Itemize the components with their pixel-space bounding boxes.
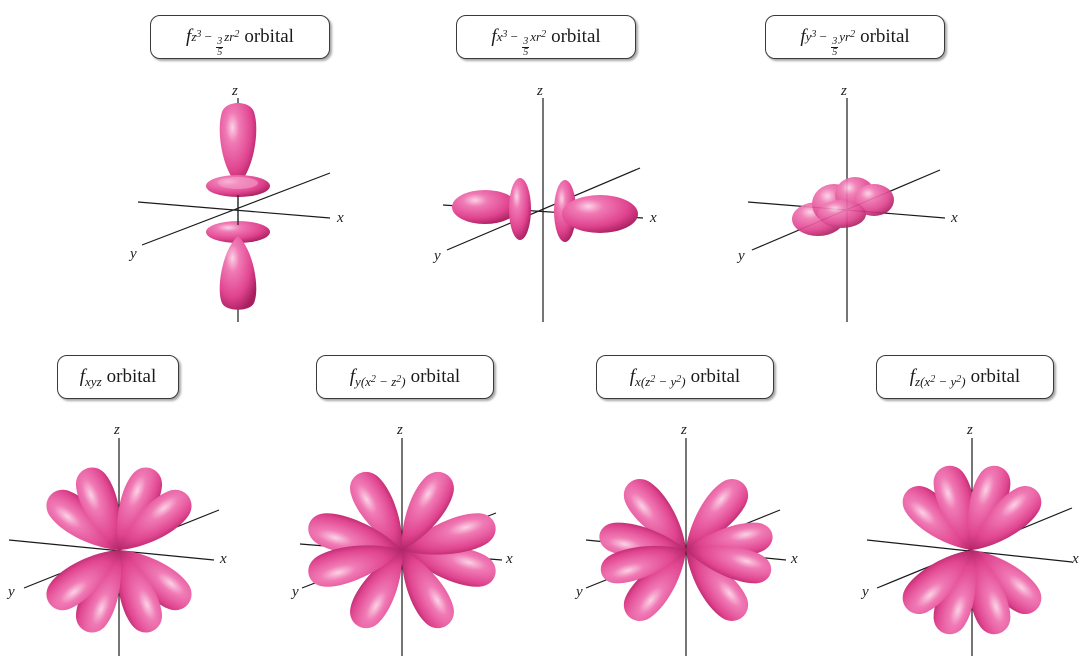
orbital-fxz2y2 (586, 438, 786, 656)
orbital-fx3: z x y (432, 83, 657, 322)
axis-label-y: y (574, 584, 583, 600)
axis-label-z: z (840, 83, 847, 99)
orbital-fxyz (9, 438, 219, 656)
axis-label-z: z (113, 422, 120, 438)
orbital-fz3: z x y (128, 83, 344, 322)
axis-label-z: z (536, 83, 543, 99)
axis-label-z: z (966, 422, 973, 438)
axis-label-x: x (1071, 551, 1079, 567)
axis-label-z: z (231, 83, 238, 99)
orbital-fyx2z2 (300, 438, 502, 656)
axis-label-y: y (128, 246, 137, 262)
axis-label-x: x (219, 551, 227, 567)
axis-label-y: y (432, 248, 441, 264)
axis-label-x: x (950, 210, 958, 226)
axis-label-z: z (396, 422, 403, 438)
axis-label-y: y (290, 584, 299, 600)
axis-label-x: x (336, 210, 344, 226)
orbital-fy3: z x y (736, 83, 958, 322)
axis-label-x: x (505, 551, 513, 567)
axis-label-y: y (736, 248, 745, 264)
axis-label-y: y (860, 584, 869, 600)
orbital-fzx2y2 (867, 438, 1072, 656)
axis-label-x: x (790, 551, 798, 567)
axis-label-y: y (6, 584, 15, 600)
axis-label-z: z (680, 422, 687, 438)
axis-label-x: x (649, 210, 657, 226)
